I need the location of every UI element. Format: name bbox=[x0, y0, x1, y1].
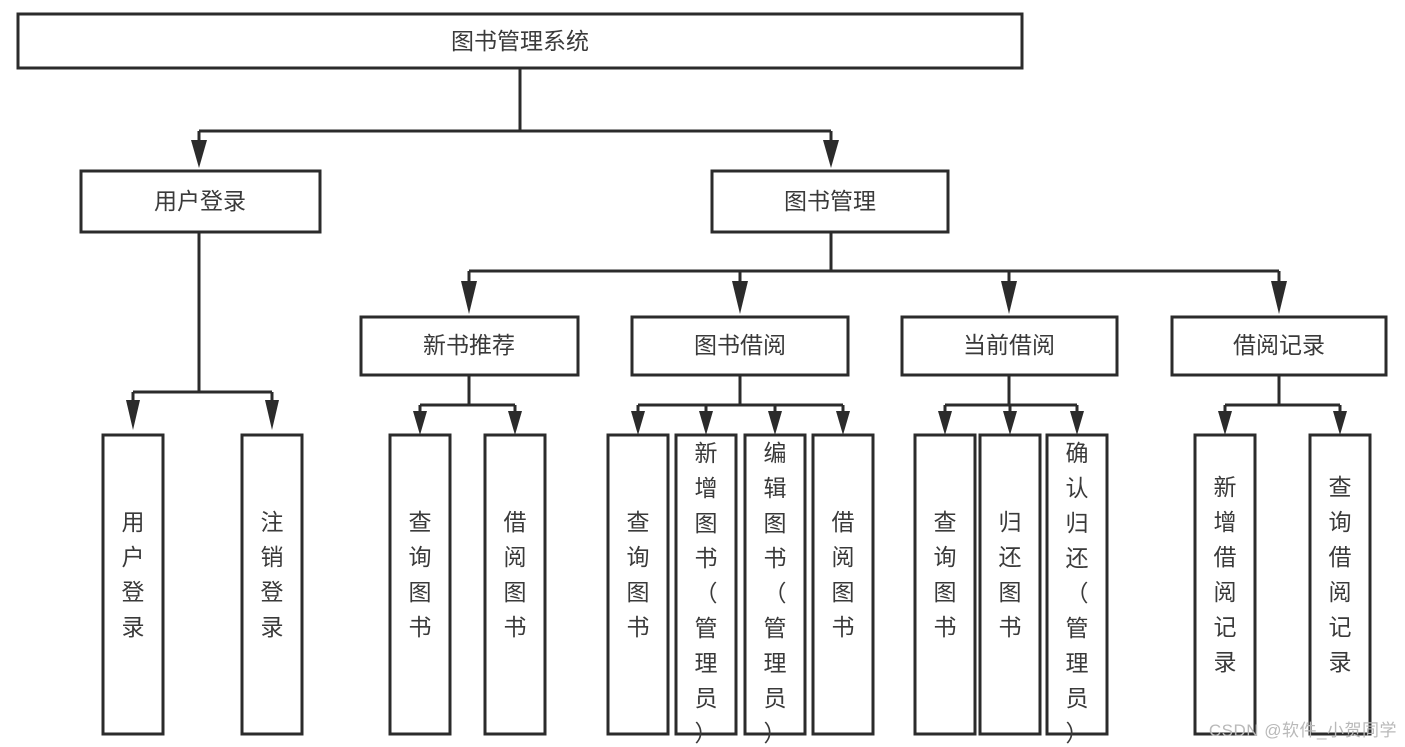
node-leaf-query-book-borrow[interactable]: 查询图书 bbox=[606, 433, 670, 736]
node-leaf-query-book-current-box[interactable] bbox=[913, 433, 977, 736]
arrow-head-login-leaf-2 bbox=[265, 400, 279, 430]
node-leaf-edit-book-label: 编辑图书（管理员） bbox=[764, 440, 787, 746]
node-leaf-logout[interactable]: 注销登录 bbox=[240, 433, 304, 736]
arrow-head-newbook bbox=[461, 281, 477, 314]
node-leaf-query-book-borrow-box[interactable] bbox=[606, 433, 670, 736]
connector-layer bbox=[126, 68, 1347, 435]
node-new-book-recommend-label: 新书推荐 bbox=[423, 332, 515, 358]
node-new-book-recommend[interactable]: 新书推荐 bbox=[359, 315, 580, 377]
node-book-borrow[interactable]: 图书借阅 bbox=[630, 315, 850, 377]
node-leaf-query-book-newbook[interactable]: 查询图书 bbox=[388, 433, 452, 736]
node-book-borrow-box[interactable] bbox=[630, 315, 850, 377]
arrow-head-user-login bbox=[191, 140, 207, 168]
arrow-head-borrowrecord bbox=[1271, 281, 1287, 314]
node-leaf-edit-book[interactable]: 编辑图书（管理员） bbox=[743, 433, 807, 746]
node-borrow-record-label: 借阅记录 bbox=[1233, 332, 1325, 358]
node-leaf-add-borrow-record-label: 新增借阅记录 bbox=[1214, 474, 1237, 675]
node-leaf-borrow-book[interactable]: 借阅图书 bbox=[811, 433, 875, 736]
node-leaf-return-book-box[interactable] bbox=[978, 433, 1042, 736]
node-user-login-box[interactable] bbox=[79, 169, 322, 234]
node-leaf-user-login-box[interactable] bbox=[101, 433, 165, 736]
arrow-head-bookborrow-leaf-3 bbox=[768, 411, 782, 435]
arrow-head-login-leaf-1 bbox=[126, 400, 140, 430]
node-current-borrow-box[interactable] bbox=[900, 315, 1119, 377]
arrow-head-borrowrecord-leaf-2 bbox=[1333, 411, 1347, 435]
node-current-borrow-label: 当前借阅 bbox=[963, 332, 1055, 358]
arrow-head-currentborrow bbox=[1001, 281, 1017, 314]
arrow-head-bookborrow-leaf-2 bbox=[699, 411, 713, 435]
node-leaf-confirm-return[interactable]: 确认归还（管理员） bbox=[1045, 433, 1109, 746]
node-leaf-confirm-return-label: 确认归还（管理员） bbox=[1066, 440, 1089, 746]
node-current-borrow[interactable]: 当前借阅 bbox=[900, 315, 1119, 377]
node-book-borrow-label: 图书借阅 bbox=[694, 332, 786, 358]
node-leaf-add-book[interactable]: 新增图书（管理员） bbox=[674, 433, 738, 746]
node-leaf-add-book-box[interactable] bbox=[674, 433, 738, 736]
node-borrow-record[interactable]: 借阅记录 bbox=[1170, 315, 1388, 377]
node-leaf-logout-box[interactable] bbox=[240, 433, 304, 736]
node-leaf-query-borrow-record-label: 查询借阅记录 bbox=[1329, 474, 1352, 675]
node-user-login-label: 用户登录 bbox=[154, 188, 246, 214]
node-leaf-query-book-current[interactable]: 查询图书 bbox=[913, 433, 977, 736]
node-user-login[interactable]: 用户登录 bbox=[79, 169, 322, 234]
arrow-head-bookborrow-leaf-4 bbox=[836, 411, 850, 435]
node-leaf-query-book-newbook-label: 查询图书 bbox=[409, 509, 432, 640]
node-leaf-logout-label: 注销登录 bbox=[261, 509, 284, 640]
node-root-box[interactable] bbox=[16, 12, 1024, 70]
node-leaf-return-book-label: 归还图书 bbox=[999, 509, 1022, 640]
arrow-head-borrowrecord-leaf-1 bbox=[1218, 411, 1232, 435]
arrow-head-newbook-leaf-1 bbox=[413, 411, 427, 435]
node-leaf-query-book-current-label: 查询图书 bbox=[934, 509, 957, 640]
node-leaf-add-book-label: 新增图书（管理员） bbox=[695, 440, 718, 746]
node-leaf-confirm-return-box[interactable] bbox=[1045, 433, 1109, 736]
node-leaf-borrow-book-newbook-box[interactable] bbox=[483, 433, 547, 736]
arrow-head-newbook-leaf-2 bbox=[508, 411, 522, 435]
node-leaf-edit-book-box[interactable] bbox=[743, 433, 807, 736]
node-leaf-query-book-newbook-box[interactable] bbox=[388, 433, 452, 736]
node-leaf-query-book-borrow-label: 查询图书 bbox=[627, 509, 650, 640]
arrow-head-currentborrow-leaf-1 bbox=[938, 411, 952, 435]
node-root[interactable]: 图书管理系统 bbox=[16, 12, 1024, 70]
node-book-management-label: 图书管理 bbox=[784, 188, 876, 214]
arrow-head-bookborrow bbox=[732, 281, 748, 314]
node-leaf-borrow-book-box[interactable] bbox=[811, 433, 875, 736]
node-leaf-return-book[interactable]: 归还图书 bbox=[978, 433, 1042, 736]
arrow-head-currentborrow-leaf-3 bbox=[1070, 411, 1084, 435]
node-leaf-add-borrow-record-box[interactable] bbox=[1193, 433, 1257, 736]
node-book-management[interactable]: 图书管理 bbox=[710, 169, 950, 234]
node-borrow-record-box[interactable] bbox=[1170, 315, 1388, 377]
node-book-management-box[interactable] bbox=[710, 169, 950, 234]
node-leaf-borrow-book-label: 借阅图书 bbox=[832, 509, 855, 640]
node-leaf-query-borrow-record[interactable]: 查询借阅记录 bbox=[1308, 433, 1372, 736]
arrow-head-book-mgmt bbox=[823, 140, 839, 168]
node-leaf-borrow-book-newbook-label: 借阅图书 bbox=[504, 509, 527, 640]
watermark-label: CSDN @软件_小贺同学 bbox=[1208, 721, 1397, 740]
node-leaf-add-borrow-record[interactable]: 新增借阅记录 bbox=[1193, 433, 1257, 736]
node-leaf-borrow-book-newbook[interactable]: 借阅图书 bbox=[483, 433, 547, 736]
node-new-book-recommend-box[interactable] bbox=[359, 315, 580, 377]
arrow-head-currentborrow-leaf-2 bbox=[1003, 411, 1017, 435]
node-leaf-user-login-label: 用户登录 bbox=[122, 509, 145, 640]
node-root-label: 图书管理系统 bbox=[451, 28, 589, 54]
node-leaf-user-login[interactable]: 用户登录 bbox=[101, 433, 165, 736]
node-leaf-query-borrow-record-box[interactable] bbox=[1308, 433, 1372, 736]
arrow-head-bookborrow-leaf-1 bbox=[631, 411, 645, 435]
